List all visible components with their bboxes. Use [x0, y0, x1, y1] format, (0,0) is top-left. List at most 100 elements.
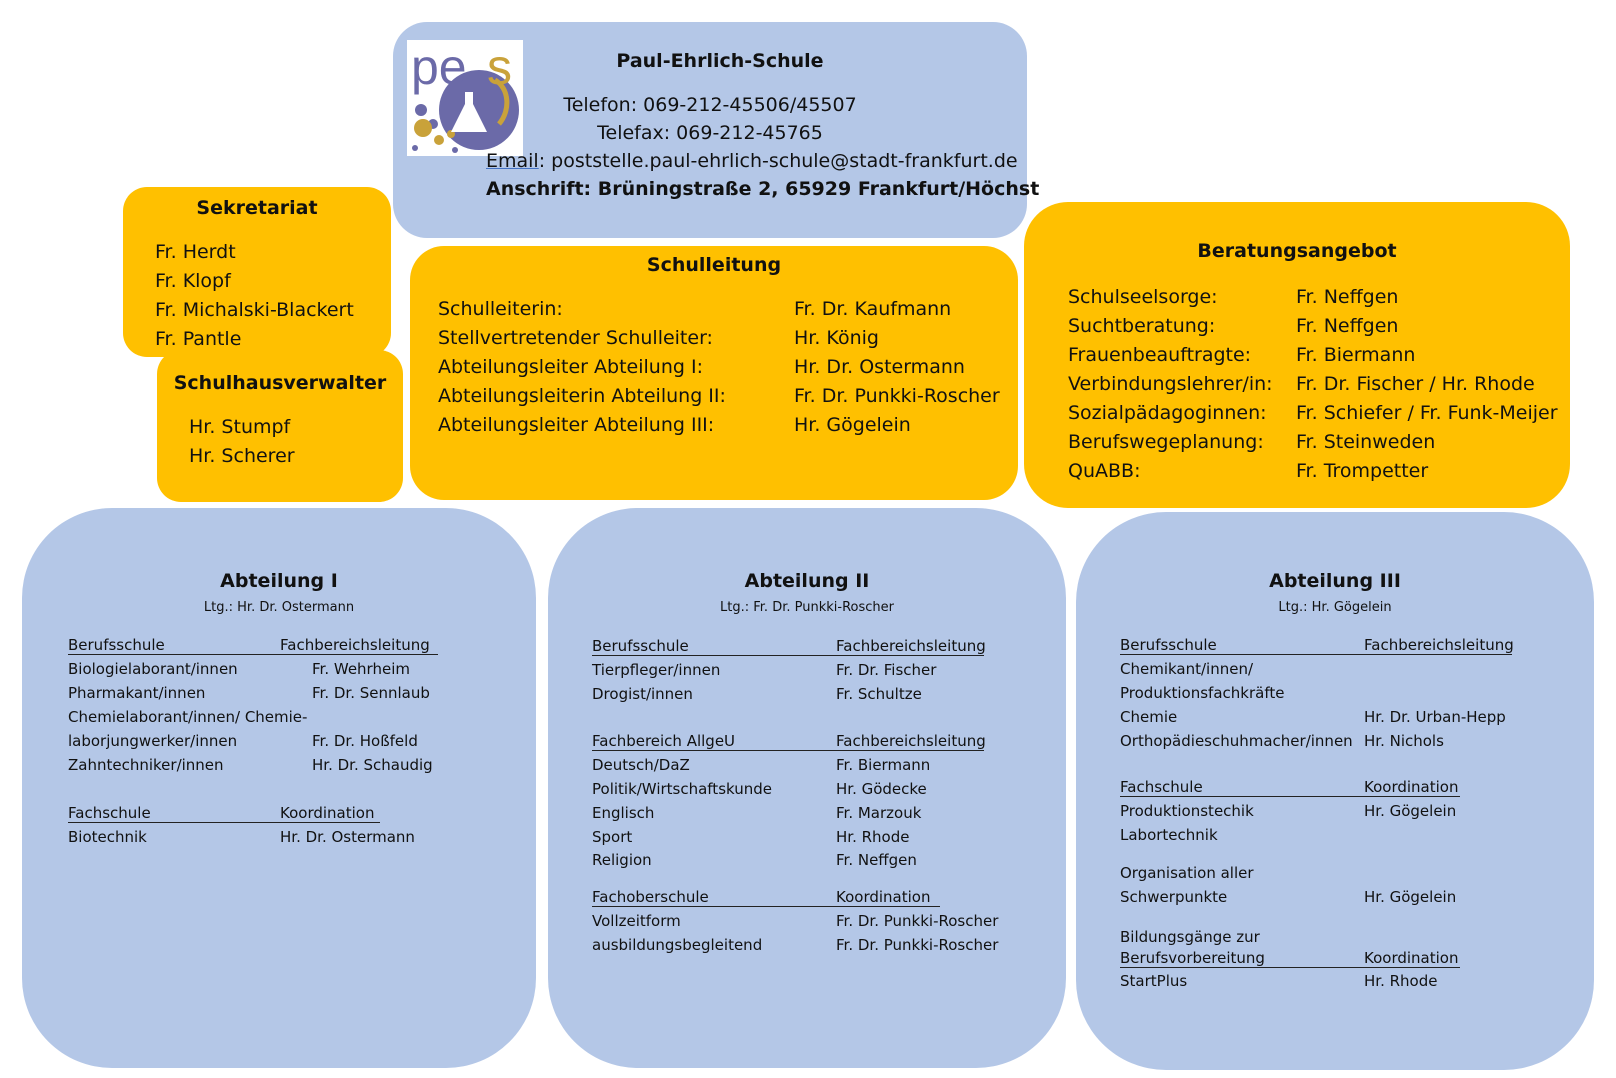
section-underline: [592, 906, 940, 907]
beratung-role: Sozialpädagoginnen:: [1068, 402, 1267, 424]
svg-text:pe: pe: [411, 40, 467, 95]
email-label: Email: [486, 150, 539, 172]
section-header-right: Fachbereichsleitung: [836, 637, 986, 655]
abteilung-1-box: Abteilung I Ltg.: Hr. Dr. Ostermann Beru…: [22, 508, 536, 1068]
schulhausverwalter-box: Schulhausverwalter Hr. Stumpf Hr. Schere…: [157, 350, 403, 502]
program-lead: Hr. Rhode: [1364, 972, 1438, 990]
program-name: laborjungwerker/innen: [68, 732, 238, 750]
abteilung-3-box: Abteilung III Ltg.: Hr. Gögelein Berufss…: [1076, 512, 1594, 1070]
abteilung-2-ltg: Ltg.: Fr. Dr. Punkki-Roscher: [720, 600, 894, 615]
school-anschrift: Anschrift: Brüningstraße 2, 65929 Frankf…: [486, 178, 1040, 200]
section-header-left: Fachschule: [68, 804, 151, 822]
beratung-role: Verbindungslehrer/in:: [1068, 373, 1273, 395]
program-lead: Fr. Schultze: [836, 685, 922, 703]
abteilung-3-title: Abteilung III: [1269, 570, 1401, 592]
program-lead: Hr. Dr. Schaudig: [312, 756, 433, 774]
beratung-role: Berufswegeplanung:: [1068, 431, 1264, 453]
sekretariat-name: Fr. Pantle: [155, 328, 242, 350]
sekretariat-name: Fr. Michalski-Blackert: [155, 299, 354, 321]
schulhausverwalter-title: Schulhausverwalter: [173, 372, 387, 394]
program-name: Chemie: [1120, 708, 1178, 726]
section-header-right: Fachbereichsleitung: [1364, 636, 1514, 654]
subject-name: Sport: [592, 828, 633, 846]
program-lead: Fr. Dr. Punkki-Roscher: [836, 912, 999, 930]
schulleitung-role: Abteilungsleiter Abteilung III:: [438, 414, 715, 436]
schulleitung-person: Hr. König: [794, 327, 879, 349]
schulleitung-person: Hr. Gögelein: [794, 414, 911, 436]
program-lead: Hr. Dr. Ostermann: [280, 828, 415, 846]
beratung-role: Suchtberatung:: [1068, 315, 1216, 337]
program-name: Drogist/innen: [592, 685, 693, 703]
section-underline: [68, 822, 380, 823]
organisation-lead: Hr. Gögelein: [1364, 888, 1457, 906]
section-underline: [1120, 796, 1460, 797]
section-header-left: Berufsschule: [68, 636, 165, 654]
program-lead: Fr. Dr. Punkki-Roscher: [836, 936, 999, 954]
program-name: ausbildungsbegleitend: [592, 936, 763, 954]
section-header-left: Berufsschule: [1120, 636, 1217, 654]
schulhausverwalter-name: Hr. Scherer: [189, 445, 295, 467]
schulhausverwalter-name: Hr. Stumpf: [189, 416, 291, 438]
bildungsgaenge-line1: Bildungsgänge zur: [1120, 928, 1260, 946]
program-lead: Fr. Dr. Fischer: [836, 661, 937, 679]
program-name: Zahntechniker/innen: [68, 756, 224, 774]
section-header-right: Koordination: [1364, 949, 1459, 967]
abteilung-1-ltg: Ltg.: Hr. Dr. Ostermann: [203, 600, 355, 615]
subject-name: Deutsch/DaZ: [592, 756, 690, 774]
schulleitung-person: Hr. Dr. Ostermann: [794, 356, 965, 378]
sekretariat-name: Fr. Klopf: [155, 270, 231, 292]
program-name: Orthopädieschuhmacher/innen: [1120, 732, 1353, 750]
subject-lead: Fr. Neffgen: [836, 851, 917, 869]
section-header-left: Fachschule: [1120, 778, 1203, 796]
beratung-box: Beratungsangebot Schulseelsorge: Fr. Nef…: [1024, 202, 1570, 508]
section-header-right: Koordination: [836, 888, 931, 906]
beratung-person: Fr. Neffgen: [1296, 286, 1399, 308]
schulleitung-role: Stellvertretender Schulleiter:: [438, 327, 713, 349]
schulleitung-role: Schulleiterin:: [438, 298, 563, 320]
schulleitung-person: Fr. Dr. Kaufmann: [794, 298, 952, 320]
section-underline: [1120, 967, 1460, 968]
svg-text:s: s: [487, 40, 512, 95]
section-header-left: Berufsschule: [592, 637, 689, 655]
program-name: Vollzeitform: [592, 912, 681, 930]
section-header-left: Fachbereich AllgeU: [592, 732, 736, 750]
program-lead: Hr. Gögelein: [1364, 802, 1457, 820]
section-header-right: Koordination: [280, 804, 375, 822]
email-value[interactable]: : poststelle.paul-ehrlich-schule@stadt-f…: [538, 150, 1018, 172]
program-name: Pharmakant/innen: [68, 684, 206, 702]
program-name: Produktionstechik: [1120, 802, 1254, 820]
school-logo: pe s: [407, 39, 523, 156]
section-underline: [68, 654, 438, 655]
section-underline: [592, 655, 984, 656]
program-name: Tierpfleger/innen: [592, 661, 721, 679]
beratung-title: Beratungsangebot: [1197, 240, 1397, 262]
subject-lead: Fr. Biermann: [836, 756, 931, 774]
program-name: StartPlus: [1120, 972, 1188, 990]
program-lead: Hr. Dr. Urban-Hepp: [1364, 708, 1506, 726]
program-name: Chemikant/innen/: [1120, 660, 1254, 678]
section-header-right: Koordination: [1364, 778, 1459, 796]
program-name: Chemielaborant/innen/ Chemie-: [68, 708, 308, 726]
program-name: Biologielaborant/innen: [68, 660, 238, 678]
section-header-right: Fachbereichsleitung: [836, 732, 986, 750]
subject-lead: Hr. Rhode: [836, 828, 910, 846]
program-name: Labortechnik: [1120, 826, 1218, 844]
beratung-person: Fr. Trompetter: [1296, 460, 1429, 482]
schulleitung-box: Schulleitung Schulleiterin: Fr. Dr. Kauf…: [410, 246, 1018, 500]
school-telefax: Telefax: 069-212-45765: [597, 122, 823, 144]
program-name: Produktionsfachkräfte: [1120, 684, 1285, 702]
section-header-left: Fachoberschule: [592, 888, 709, 906]
beratung-person: Fr. Schiefer / Fr. Funk-Meijer: [1296, 402, 1558, 424]
sekretariat-box: Sekretariat Fr. Herdt Fr. Klopf Fr. Mich…: [123, 187, 391, 357]
abteilung-2-box: Abteilung II Ltg.: Fr. Dr. Punkki-Rosche…: [548, 508, 1066, 1068]
subject-name: Politik/Wirtschaftskunde: [592, 780, 772, 798]
beratung-person: Fr. Dr. Fischer / Hr. Rhode: [1296, 373, 1535, 395]
abteilung-2-title: Abteilung II: [744, 570, 870, 592]
section-underline: [1120, 654, 1512, 655]
beratung-person: Fr. Biermann: [1296, 344, 1416, 366]
schulleitung-role: Abteilungsleiterin Abteilung II:: [438, 385, 726, 407]
section-underline: [592, 750, 984, 751]
sekretariat-title: Sekretariat: [196, 197, 318, 219]
program-lead: Fr. Wehrheim: [312, 660, 410, 678]
program-lead: Hr. Nichols: [1364, 732, 1444, 750]
